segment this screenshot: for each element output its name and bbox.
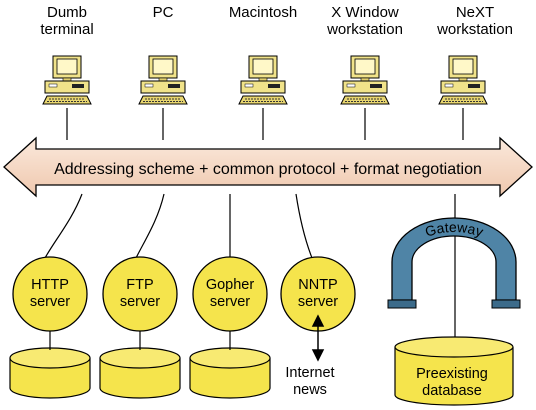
ftp-database-icon <box>99 347 181 399</box>
server-circles <box>12 256 356 332</box>
http-database-icon <box>9 347 91 399</box>
database-label: Preexisting database <box>416 366 488 399</box>
nntp-news-arrow <box>311 314 325 362</box>
client-label-next-workstation: NeXT workstation <box>437 4 513 38</box>
pc-icon <box>138 55 188 105</box>
internet-news-label: Internet news <box>285 365 335 398</box>
http-server-icon <box>12 256 88 332</box>
next-workstation-icon <box>438 55 488 105</box>
server-label-http: HTTP server <box>29 277 71 310</box>
server-label-gopher: Gopher server <box>205 277 255 310</box>
macintosh-icon <box>238 55 288 105</box>
server-databases <box>9 336 514 406</box>
gateway-arch: Gateway <box>387 217 521 309</box>
gateway-label: Gateway <box>423 219 485 240</box>
protocol-arrow <box>3 136 533 198</box>
gopher-database-icon <box>189 347 271 399</box>
client-computers <box>42 55 488 105</box>
client-label-dumb-terminal: Dumb terminal <box>40 4 94 38</box>
client-label-x-window-workstation: X Window workstation <box>327 4 403 38</box>
gopher-server-icon <box>192 256 268 332</box>
arrow-label: Addressing scheme + common protocol + fo… <box>54 161 482 178</box>
client-connectors <box>66 108 464 140</box>
dumb-terminal-icon <box>42 55 92 105</box>
server-db-connectors <box>49 330 231 350</box>
ftp-server-icon <box>102 256 178 332</box>
server-label-ftp: FTP server <box>119 277 161 310</box>
x-window-workstation-icon <box>340 55 390 105</box>
server-label-nntp: NNTP server <box>297 277 339 310</box>
preexisting-database-icon <box>394 336 514 406</box>
client-label-macintosh: Macintosh <box>228 4 298 21</box>
client-label-pc: PC <box>152 4 174 21</box>
